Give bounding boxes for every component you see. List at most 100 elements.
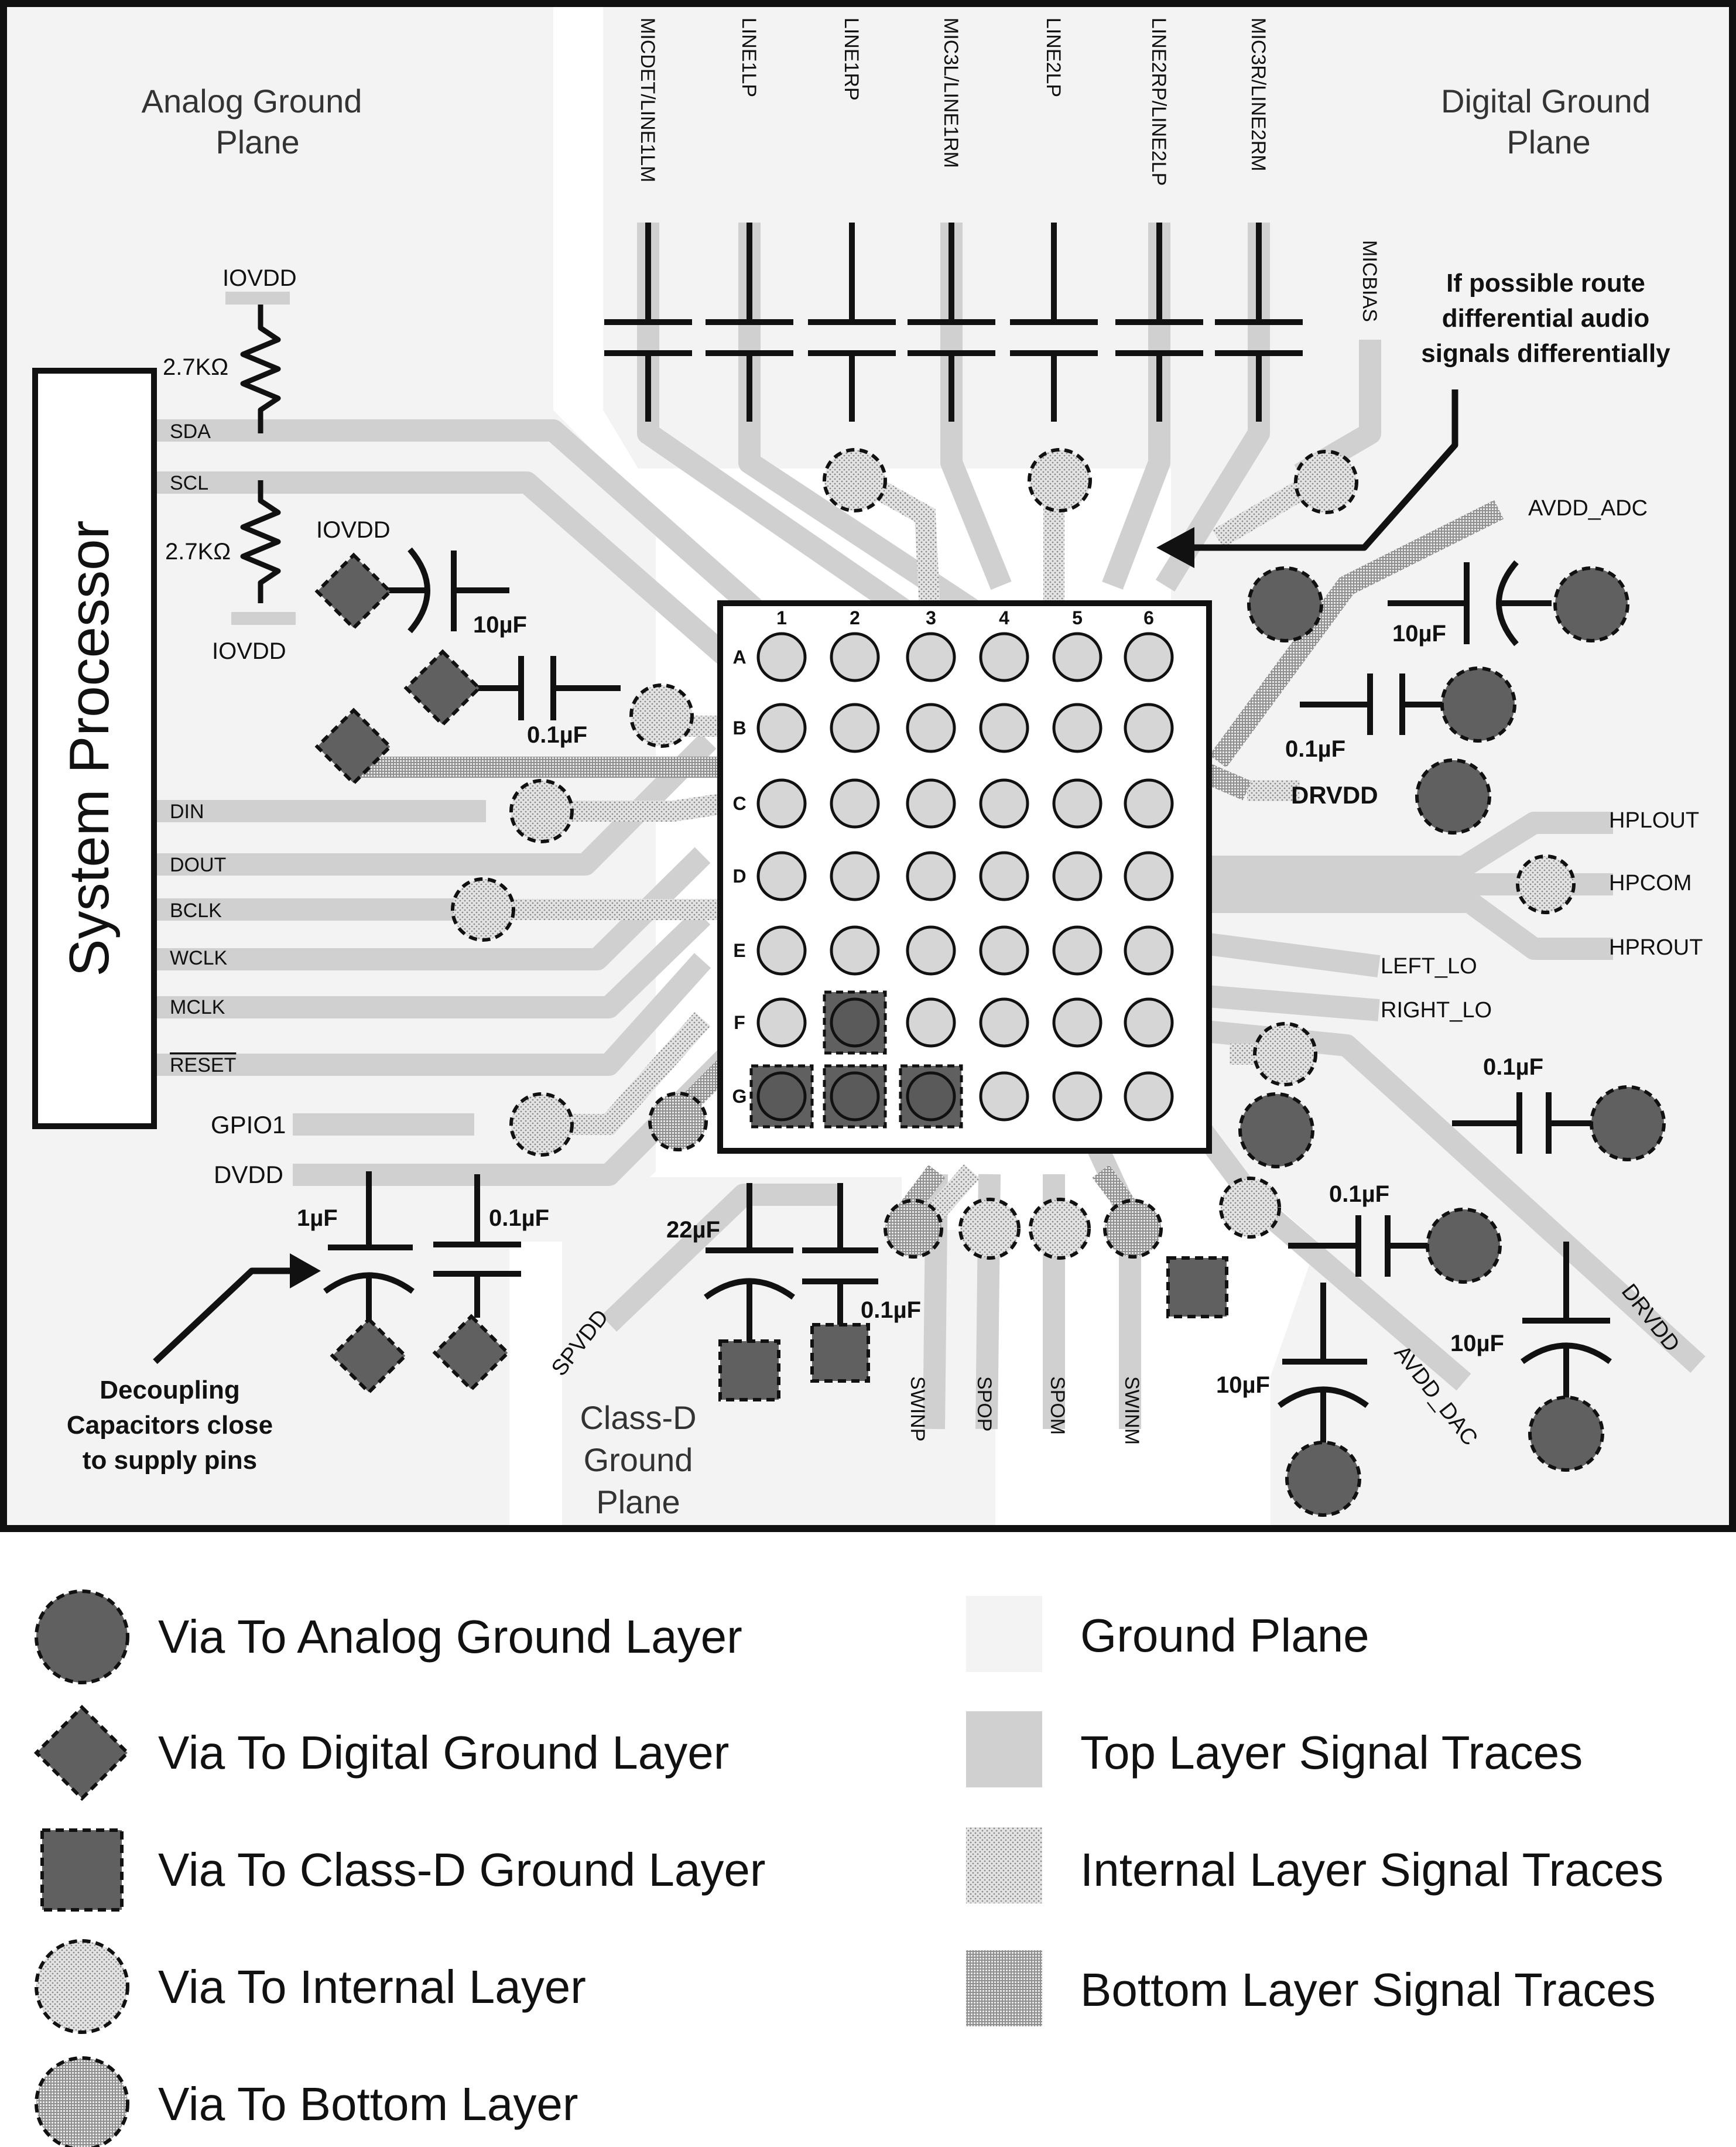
analog-ground-via (1528, 1396, 1604, 1472)
classd-ground-via (718, 1339, 780, 1401)
pin-label-gpio1: GPIO1 (211, 1111, 286, 1139)
system-processor-title: System Processor (58, 521, 121, 977)
bga-ball-grid (749, 632, 1174, 1129)
internal-layer-via (451, 877, 515, 942)
note-decoupling-1: Decoupling (100, 1376, 240, 1404)
internal-layer-via (1028, 448, 1092, 512)
cap-01uf-bottom-label: 0.1µF (489, 1205, 549, 1231)
top-layer-swatch (966, 1711, 1042, 1787)
bga-ball-g3 (906, 1071, 956, 1122)
system-processor-box (32, 368, 157, 1129)
bga-ball-b1 (756, 703, 807, 753)
bga-row-label: E (733, 940, 745, 961)
bga-ball-f1 (756, 997, 807, 1048)
bga-ball-e6 (1124, 925, 1174, 976)
pin-label-sda: SDA (170, 420, 211, 443)
bga-ball-b3 (906, 703, 956, 753)
cap-10uf-drvdd-label: 10µF (1450, 1331, 1504, 1356)
top-input-label: LINE2RP/LINE2LP (1148, 18, 1170, 186)
trace-drvdd-b (1199, 1020, 1706, 1373)
classd-ground-via-icon (40, 1828, 124, 1912)
resistor-r2 (240, 480, 281, 603)
analog-ground-via (1415, 758, 1491, 835)
trace-left-lo (1199, 932, 1381, 977)
legend-label-internal-layer: Internal Layer Signal Traces (1080, 1844, 1663, 1896)
micbias-label: MICBIAS (1358, 240, 1381, 322)
bga-ball-c2 (830, 778, 880, 829)
legend-label-digital: Via To Digital Ground Layer (158, 1727, 729, 1779)
bga-ball-b2 (830, 703, 880, 753)
resistor-r1 (240, 305, 281, 433)
bga-ball-a4 (979, 632, 1029, 682)
processor-pin-labels: SDA SCL DIN DOUT BCLK WCLK MCLK RESET GP… (170, 420, 286, 1188)
top-input-label: LINE2LP (1042, 18, 1064, 97)
bga-ball-d6 (1124, 851, 1174, 901)
top-input-label: MIC3L/LINE1RM (940, 18, 962, 168)
trace-sda (153, 419, 816, 665)
cap-10uf-dac-label: 10µF (1216, 1372, 1270, 1398)
arrow-differential (1189, 389, 1458, 551)
internal-layer-swatch (966, 1827, 1042, 1903)
analog-ground-via (1426, 1208, 1502, 1284)
bottom-layer-via (884, 1199, 943, 1259)
bga-ball-c3 (906, 778, 956, 829)
cap-01uf-classd-label: 0.1µF (861, 1297, 921, 1323)
bga-ball-d4 (979, 851, 1029, 901)
top-input-label: LINE1LP (738, 18, 760, 97)
top-input-label: LINE1RP (840, 18, 862, 101)
bottom-output-label: SWINM (1121, 1376, 1143, 1445)
legend-label-bottom-layer: Bottom Layer Signal Traces (1080, 1964, 1656, 2016)
pin-label-scl: SCL (170, 472, 208, 494)
bga-ball-f5 (1052, 997, 1102, 1048)
internal-layer-via (1294, 450, 1358, 514)
cap-01uf-right-b-label: 0.1µF (1483, 1054, 1543, 1080)
resistor-r1-label: 2.7KΩ (163, 354, 228, 380)
trace-spvdd (601, 1184, 843, 1332)
bga-ball-b4 (979, 703, 1029, 753)
digital-ground-via (403, 649, 482, 727)
digital-ground-via (314, 707, 393, 786)
bga-ball-f3 (906, 997, 956, 1048)
digital-plane-title-2: Plane (1506, 124, 1590, 160)
cap-10uf-adc-label: 10µF (1392, 621, 1446, 647)
classd-plane-title-2: Ground (584, 1441, 693, 1478)
note-differential-3: signals differentially (1421, 339, 1670, 368)
digital-ground-via-icon (33, 1704, 131, 1801)
legend-label-analog: Via To Analog Ground Layer (158, 1611, 742, 1663)
trace-scl (153, 471, 786, 712)
pin-label-wclk: WCLK (170, 947, 228, 969)
bga-ball-e4 (979, 925, 1029, 976)
digital-ground-via (314, 552, 393, 631)
iovdd-top-label: IOVDD (222, 265, 297, 291)
cap-01uf-right-c-label: 0.1µF (1329, 1181, 1389, 1207)
bga-ball-g2 (830, 1071, 880, 1122)
top-input-label: MIC3R/LINE2RM (1247, 18, 1269, 172)
analog-ground-via (1590, 1085, 1666, 1161)
trace-dout (153, 733, 717, 876)
bga-ball-d2 (830, 851, 880, 901)
bga-row-label: F (734, 1012, 745, 1033)
bga-ball-a1 (756, 632, 807, 682)
bga-ball-f2 (830, 997, 880, 1048)
analog-ground-via-icon (35, 1589, 129, 1684)
bga-ball-e1 (756, 925, 807, 976)
classd-plane-title: Class-D (580, 1399, 696, 1436)
cap-01uf-right-label: 0.1µF (1285, 736, 1345, 762)
bga-column-label: 6 (1143, 607, 1154, 628)
bga-row-label: D (732, 866, 746, 887)
analog-ground-via (1285, 1441, 1361, 1517)
bga-column-label: 2 (850, 607, 860, 628)
iovdd-bottom-label: IOVDD (212, 638, 286, 664)
avdd-adc-label: AVDD_ADC (1528, 496, 1648, 521)
right-lo-label: RIGHT_LO (1381, 998, 1492, 1023)
classd-plane-title-3: Plane (596, 1483, 680, 1520)
bga-ball-f6 (1124, 997, 1174, 1048)
internal-layer-via (1516, 854, 1576, 914)
bga-column-label: 1 (776, 607, 787, 628)
bga-row-label: C (732, 793, 746, 814)
cap-10uf-label: 10µF (473, 612, 527, 638)
note-differential-2: differential audio (1442, 304, 1649, 333)
